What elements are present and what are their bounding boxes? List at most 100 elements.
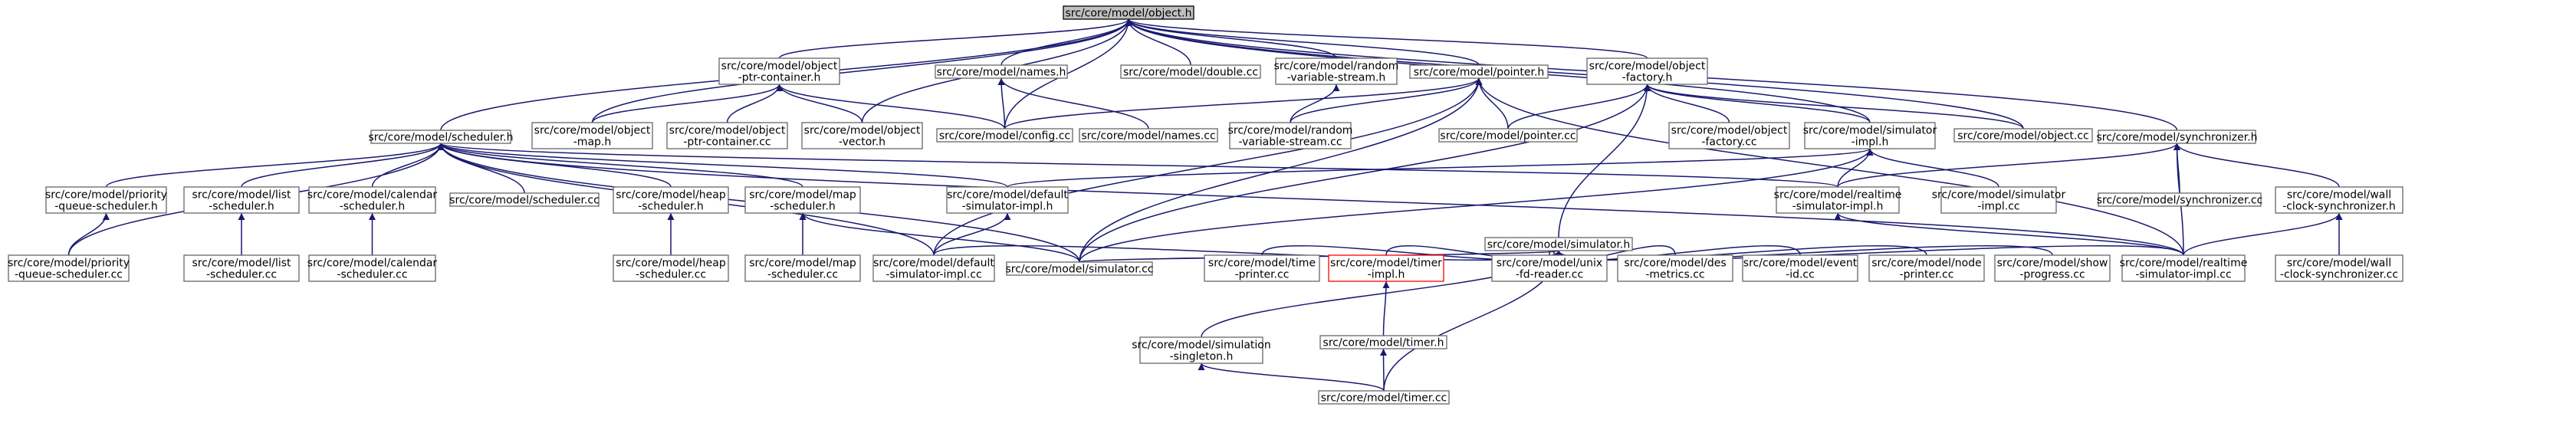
node-label: src/core/model/config.cc (939, 130, 1070, 143)
edge-scheduler_h-to-calendar_scheduler_h (371, 143, 445, 188)
node-object-map-h[interactable]: src/core/model/object-map.h (531, 122, 653, 149)
node-label: src/core/model/simulator (1932, 189, 2066, 202)
node-simulator-impl-cc[interactable]: src/core/model/simulator-impl.cc (1932, 186, 2066, 214)
node-label: src/core/model/pointer.cc (1440, 130, 1576, 143)
node-wall-clock-synchronizer-cc[interactable]: src/core/model/wall-clock-synchronizer.c… (2275, 254, 2404, 282)
node-calendar-scheduler-cc[interactable]: src/core/model/calendar-scheduler.cc (307, 254, 438, 282)
node-pointer-cc[interactable]: src/core/model/pointer.cc (1438, 128, 1578, 143)
node-realtime-simulator-impl-cc[interactable]: src/core/model/realtime-simulator-impl.c… (2120, 254, 2248, 282)
node-simulator-h[interactable]: src/core/model/simulator.h (1484, 237, 1633, 251)
node-object-ptr-container-cc[interactable]: src/core/model/object-ptr-container.cc (666, 122, 788, 149)
node-object-factory-h[interactable]: src/core/model/object-factory.h (1586, 57, 1708, 85)
node-box (183, 254, 300, 282)
node-list-scheduler-h[interactable]: src/core/model/list-scheduler.h (183, 186, 300, 214)
edge-object_h-to-object_ptr_container_h (778, 18, 1132, 59)
node-priority-queue-scheduler-cc[interactable]: src/core/model/priority-queue-scheduler.… (8, 254, 130, 282)
node-double-cc[interactable]: src/core/model/double.cc (1120, 64, 1261, 79)
edge-synchronizer_h-to-wall_clock_synchronizer_h (2174, 143, 2340, 188)
node-label: src/core/model/time (1208, 258, 1316, 270)
edge-pointer_h-to-simulator_cc (1079, 77, 1483, 263)
edge-simulator_impl_h-to-default_simulator_impl_h (1007, 148, 1874, 188)
node-object-factory-cc[interactable]: src/core/model/object-factory.cc (1668, 122, 1790, 149)
node-names-h[interactable]: src/core/model/names.h (935, 64, 1068, 79)
node-object-vector-h[interactable]: src/core/model/object-vector.h (801, 122, 923, 149)
node-box (1006, 261, 1153, 276)
node-label: src/core/model/synchronizer.cc (2097, 195, 2263, 207)
node-realtime-simulator-impl-h[interactable]: src/core/model/realtime-simulator-impl.h (1774, 186, 1902, 214)
node-label: -impl.h (1852, 136, 1889, 149)
edge-object_factory_h-to-object_cc (1644, 84, 2024, 130)
node-synchronizer-cc[interactable]: src/core/model/synchronizer.cc (2097, 192, 2263, 207)
node-priority-queue-scheduler-h[interactable]: src/core/model/priority-queue-scheduler.… (45, 186, 167, 214)
node-label: -clock-synchronizer.cc (2280, 269, 2398, 281)
node-label: src/core/model/object (1589, 61, 1706, 73)
node-box (1328, 254, 1444, 282)
node-label: -scheduler.cc (206, 269, 277, 281)
node-random-variable-stream-h[interactable]: src/core/model/random-variable-stream.h (1274, 57, 1399, 85)
node-timer-cc[interactable]: src/core/model/timer.cc (1318, 390, 1450, 405)
node-box (935, 64, 1068, 79)
node-show-progress-cc[interactable]: src/core/model/show-progress.cc (1994, 254, 2111, 282)
edge-simulator_impl_h-to-simulator_cc (1079, 148, 1874, 263)
node-box (1204, 254, 1320, 282)
node-label: src/core/model/calendar (307, 189, 438, 202)
node-label: -vector.h (839, 136, 886, 149)
edge-object_ptr_container_h-to-object_map_h (591, 84, 783, 123)
node-timer-impl-h[interactable]: src/core/model/timer-impl.h (1328, 254, 1444, 282)
node-synchronizer-h[interactable]: src/core/model/synchronizer.h (2096, 130, 2258, 144)
node-pointer-h[interactable]: src/core/model/pointer.h (1409, 64, 1549, 79)
node-box (2275, 254, 2404, 282)
node-object-ptr-container-h[interactable]: src/core/model/object-ptr-container.h (718, 57, 840, 85)
node-label: -clock-synchronizer.h (2282, 201, 2396, 213)
node-unix-fd-reader-cc[interactable]: src/core/model/unix-fd-reader.cc (1491, 254, 1608, 282)
node-box (613, 186, 729, 214)
node-des-metrics-cc[interactable]: src/core/model/des-metrics.cc (1617, 254, 1733, 282)
node-box (449, 192, 600, 207)
node-label: -simulator-impl.cc (886, 269, 981, 281)
node-object-cc[interactable]: src/core/model/object.cc (1953, 128, 2093, 143)
node-simulation-singleton-h[interactable]: src/core/model/simulation-singleton.h (1132, 336, 1271, 364)
node-box (1994, 254, 2111, 282)
edge-object_h-to-object_map_h (591, 18, 1132, 123)
node-simulator-cc[interactable]: src/core/model/simulator.cc (1005, 261, 1154, 276)
node-random-variable-stream-cc[interactable]: src/core/model/random-variable-stream.cc (1228, 122, 1353, 149)
node-default-simulator-impl-h[interactable]: src/core/model/default-simulator-impl.h (946, 186, 1069, 214)
edge-random_variable_stream_h-to-random_variable_stream_cc (1290, 84, 1340, 123)
node-config-cc[interactable]: src/core/model/config.cc (936, 128, 1073, 143)
node-node-printer-cc[interactable]: src/core/model/node-printer.cc (1868, 254, 1985, 282)
edge-object_h-to-pointer_h (1125, 18, 1480, 66)
node-timer-h[interactable]: src/core/model/timer.h (1319, 335, 1447, 349)
node-scheduler-cc[interactable]: src/core/model/scheduler.cc (449, 192, 600, 207)
node-names-cc[interactable]: src/core/model/names.cc (1079, 128, 1218, 143)
node-label: src/core/model/timer (1330, 258, 1442, 270)
edge-simulator_impl_h-to-simulator_impl_cc (1866, 148, 1999, 188)
node-label: -scheduler.h (770, 201, 836, 213)
node-box (1318, 390, 1450, 405)
node-event-id-cc[interactable]: src/core/model/event-id.cc (1742, 254, 1858, 282)
node-list-scheduler-cc[interactable]: src/core/model/list-scheduler.cc (183, 254, 300, 282)
node-map-scheduler-h[interactable]: src/core/model/map-scheduler.h (744, 186, 861, 214)
node-object-h[interactable]: src/core/model/object.h (1063, 5, 1194, 20)
edge-wall_clock_synchronizer_h-to-realtime_simulator_impl_cc (2183, 212, 2343, 256)
edge-object_factory_h-to-pointer_cc (1507, 84, 1651, 130)
node-label: src/core/model/heap (616, 189, 726, 202)
node-label: src/core/model/random (1228, 125, 1353, 137)
node-map-scheduler-cc[interactable]: src/core/model/map-scheduler.cc (744, 254, 861, 282)
node-box (1804, 122, 1936, 149)
node-scheduler-h[interactable]: src/core/model/scheduler.h (368, 130, 514, 144)
node-box (531, 122, 653, 149)
node-heap-scheduler-cc[interactable]: src/core/model/heap-scheduler.cc (613, 254, 729, 282)
node-heap-scheduler-h[interactable]: src/core/model/heap-scheduler.h (613, 186, 729, 214)
node-simulator-impl-h[interactable]: src/core/model/simulator-impl.h (1803, 122, 1937, 149)
node-wall-clock-synchronizer-h[interactable]: src/core/model/wall-clock-synchronizer.h (2275, 186, 2404, 214)
node-label: src/core/model/priority (8, 258, 130, 270)
node-label: -scheduler.cc (636, 269, 706, 281)
edge-object_h-to-random_variable_stream_h (1125, 18, 1337, 59)
node-default-simulator-impl-cc[interactable]: src/core/model/default-simulator-impl.cc (872, 254, 995, 282)
node-label: src/core/model/list (192, 258, 291, 270)
node-box (308, 254, 436, 282)
edge-scheduler_h-to-list_scheduler_h (241, 143, 445, 188)
node-time-printer-cc[interactable]: src/core/model/time-printer.cc (1204, 254, 1320, 282)
node-calendar-scheduler-h[interactable]: src/core/model/calendar-scheduler.h (307, 186, 438, 214)
